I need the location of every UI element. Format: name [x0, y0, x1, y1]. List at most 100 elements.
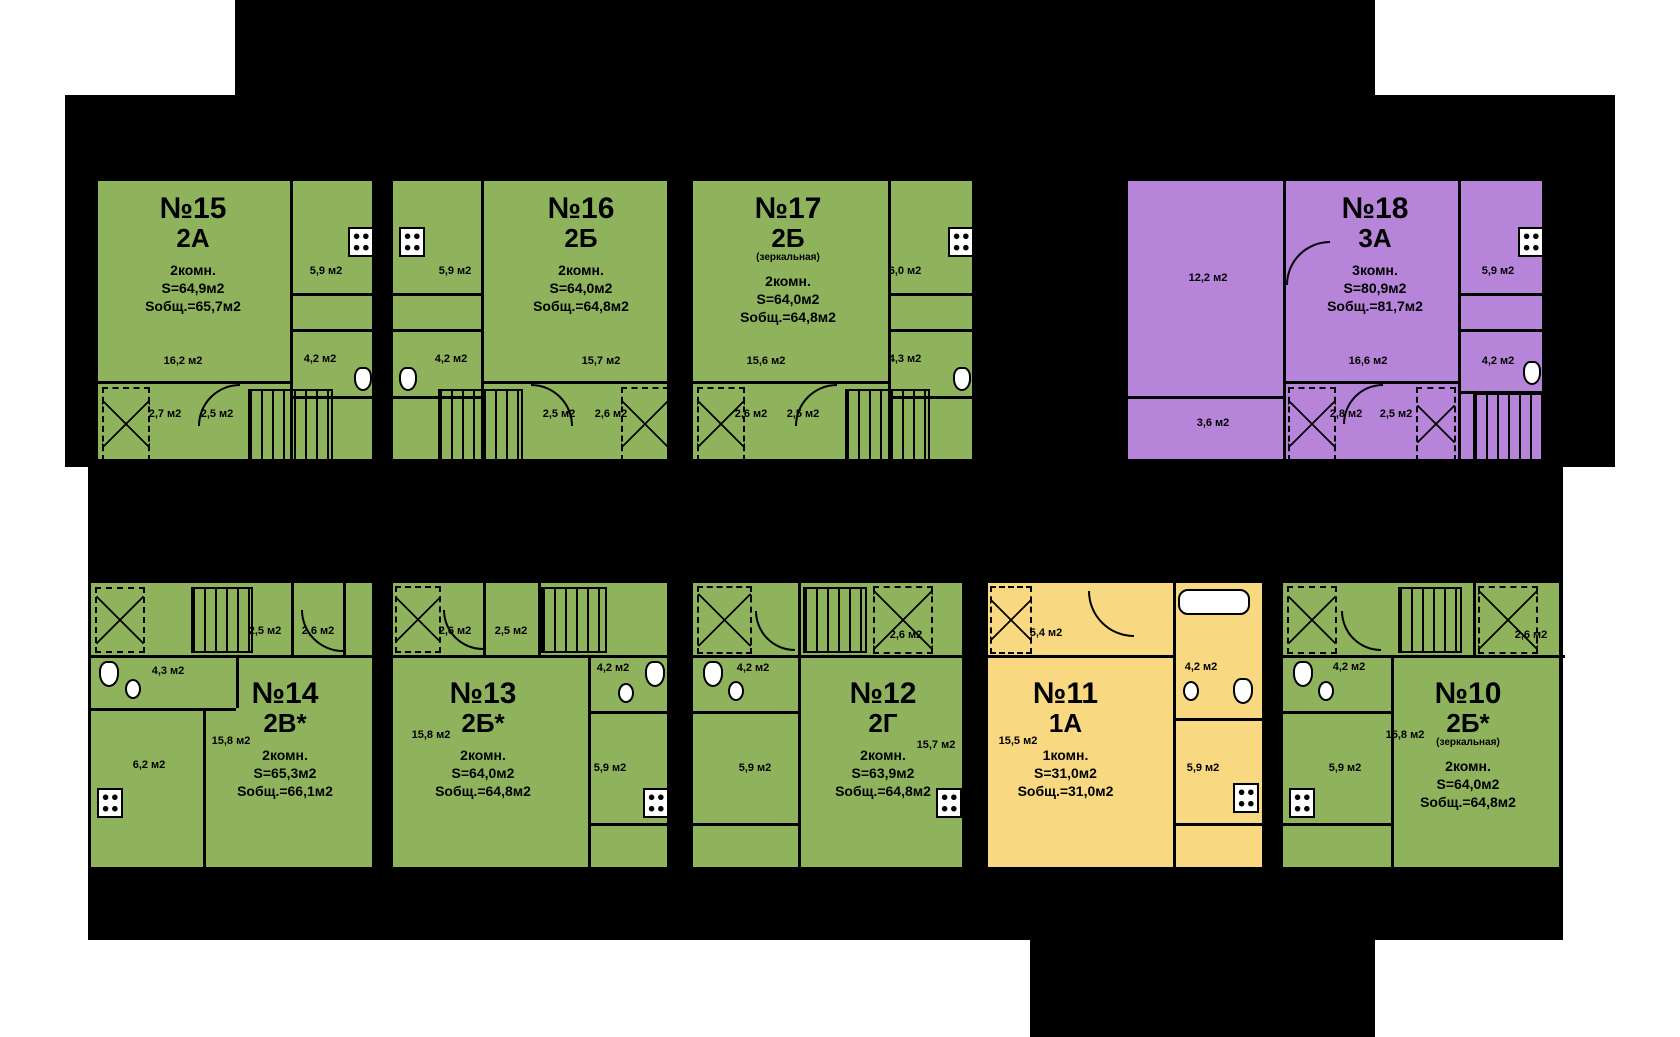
interior-wall [988, 655, 1173, 658]
building-silhouette [1030, 935, 1375, 1037]
apartment-13[interactable]: №13 2Б* 2комн. S=64,0м2 Sобщ.=64,8м2 2,6… [390, 580, 673, 873]
toilet-icon [399, 367, 417, 391]
stove-icon [936, 788, 962, 818]
apartment-14[interactable]: №14 2В* 2комн. S=65,3м2 Sобщ.=66,1м2 2,5… [88, 580, 378, 873]
apartment-mirror-note: (зеркальная) [756, 251, 820, 263]
apartment-rooms-count: 2комн. [558, 261, 604, 278]
apartment-16[interactable]: №16 2Б 2комн. S=64,0м2 Sобщ.=64,8м2 5,9 … [390, 178, 673, 465]
room-area-label: 15,7 м2 [916, 739, 956, 751]
apartment-18[interactable]: №18 3А 3комн. S=80,9м2 Sобщ.=81,7м2 12,2… [1125, 178, 1548, 465]
toilet-icon [1523, 361, 1541, 385]
apartment-total-area: Sобщ.=64,8м2 [835, 783, 931, 800]
room-area-label: 16,2 м2 [163, 355, 203, 367]
stove-icon [348, 227, 374, 257]
interior-wall [693, 655, 968, 658]
apartment-12[interactable]: №12 2Г 2комн. S=63,9м2 Sобщ.=64,8м2 2,6 … [690, 580, 968, 873]
apartment-15[interactable]: №15 2А 2комн. S=64,9м2 Sобщ.=65,7м2 5,9 … [95, 178, 378, 465]
interior-wall [483, 583, 486, 655]
interior-wall [393, 293, 481, 296]
room-area-label: 4,2 м2 [1184, 661, 1218, 673]
staircase [438, 389, 523, 461]
apartment-area: S=64,0м2 [1436, 775, 1500, 792]
room-area-label: 2,7 м2 [148, 408, 182, 420]
shaft-marker [873, 586, 933, 654]
interior-wall [393, 329, 481, 332]
room-area-label: 4,2 м2 [596, 662, 630, 674]
room-area-label: 12,2 м2 [1188, 272, 1228, 284]
interior-wall [1458, 293, 1548, 296]
building-silhouette [235, 0, 1375, 100]
interior-wall [1128, 396, 1283, 399]
stove-icon [399, 227, 425, 257]
room-area-label: 2,8 м2 [1329, 408, 1363, 420]
apartment-total-area: Sобщ.=64,8м2 [435, 783, 531, 800]
room-area-label: 2,6 м2 [301, 625, 335, 637]
stove-icon [1289, 788, 1315, 818]
apartment-area: S=64,0м2 [549, 279, 613, 296]
room-area-label: 4,2 м2 [736, 662, 770, 674]
interior-wall [888, 293, 978, 296]
room-area-label: 2,6 м2 [889, 629, 923, 641]
interior-wall [693, 381, 888, 384]
room-area-label: 2,5 м2 [494, 625, 528, 637]
apartment-11[interactable]: №11 1А 1комн. S=31,0м2 Sобщ.=31,0м2 5,4 … [985, 580, 1268, 873]
room-area-label: 15,8 м2 [411, 729, 451, 741]
stove-icon [1518, 227, 1544, 257]
toilet-icon [645, 661, 665, 687]
room-area-label: 3,6 м2 [1196, 417, 1230, 429]
apartment-number: №14 [251, 677, 319, 710]
apartment-type: 2Б* [1446, 707, 1490, 738]
interior-wall [343, 583, 346, 655]
room-area-label: 2,5 м2 [200, 408, 234, 420]
apartment-17[interactable]: №17 2Б (зеркальная) 2комн. S=64,0м2 Sобщ… [690, 178, 978, 465]
interior-wall [393, 655, 673, 658]
shaft-marker [1478, 586, 1538, 654]
interior-wall [798, 583, 801, 655]
room-area-label: 6,2 м2 [132, 759, 166, 771]
interior-wall [588, 711, 673, 714]
apartment-10[interactable]: №10 2Б* (зеркальная) 2комн. S=64,0м2 Sоб… [1280, 580, 1565, 873]
room-area-label: 5,9 м2 [738, 762, 772, 774]
apartment-rooms-count: 2комн. [460, 746, 506, 763]
room-area-label: 4,2 м2 [1481, 355, 1515, 367]
interior-wall [1391, 655, 1394, 873]
bathtub-icon [1178, 589, 1250, 615]
apartment-number: №10 [1434, 677, 1502, 710]
room-area-label: 2,6 м2 [438, 625, 472, 637]
interior-wall [798, 655, 801, 873]
apartment-type: 3А [1358, 222, 1392, 253]
apartment-rooms-count: 2комн. [170, 261, 216, 278]
sink-icon [728, 681, 744, 701]
apartment-info: №16 2Б 2комн. S=64,0м2 Sобщ.=64,8м2 [486, 193, 676, 315]
apartment-type: 2Б* [461, 707, 505, 738]
room-area-label: 16,6 м2 [1348, 355, 1388, 367]
interior-wall [290, 181, 293, 465]
apartment-type: 1А [1048, 707, 1083, 738]
interior-wall [888, 329, 978, 332]
room-area-label: 2,6 м2 [594, 408, 628, 420]
interior-wall [1283, 823, 1391, 826]
apartment-area: S=64,0м2 [756, 290, 820, 307]
toilet-icon [1233, 678, 1253, 704]
interior-wall [290, 396, 378, 399]
apartment-rooms-count: 2комн. [765, 272, 811, 289]
shaft-marker [621, 387, 669, 461]
staircase [541, 587, 607, 653]
interior-wall [1173, 583, 1176, 873]
apartment-number: №12 [849, 677, 917, 710]
room-area-label: 15,7 м2 [581, 355, 621, 367]
apartment-number: №18 [1341, 192, 1409, 225]
room-area-label: 6,0 м2 [888, 265, 922, 277]
apartment-total-area: Sобщ.=64,8м2 [533, 298, 629, 315]
room-area-label: 2,5 м2 [542, 408, 576, 420]
interior-wall [1173, 718, 1268, 721]
interior-wall [588, 823, 673, 826]
shaft-marker [1416, 387, 1456, 461]
apartment-type: 2В* [263, 707, 307, 738]
toilet-icon [354, 367, 372, 391]
apartment-rooms-count: 1комн. [1042, 746, 1089, 763]
interior-wall [481, 181, 484, 465]
room-area-label: 4,3 м2 [888, 353, 922, 365]
toilet-icon [1293, 661, 1313, 687]
